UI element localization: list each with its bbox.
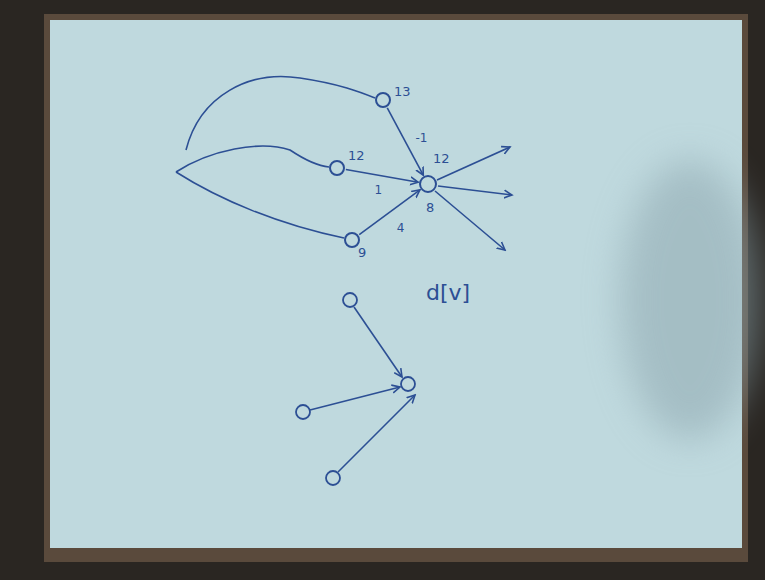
edge-weight: 4 <box>395 221 407 235</box>
note-label: d[v] <box>426 280 470 306</box>
vertex-circle: 13 <box>375 92 391 108</box>
weighted-edge <box>346 170 418 183</box>
vertex-circle: 9 <box>344 232 360 248</box>
edge-weight: -1 <box>413 131 429 145</box>
distance-label: 12 <box>348 148 365 163</box>
distance-label: 12 <box>433 151 450 166</box>
weighted-edge <box>359 190 420 235</box>
edge-weight: 1 <box>373 183 385 197</box>
distance-label: 13 <box>394 84 411 99</box>
old-distance-label: 8 <box>426 200 434 215</box>
vertex-circle: 128 <box>419 175 437 193</box>
vertex-circle: 12 <box>329 160 345 176</box>
distance-label: 9 <box>358 245 366 260</box>
